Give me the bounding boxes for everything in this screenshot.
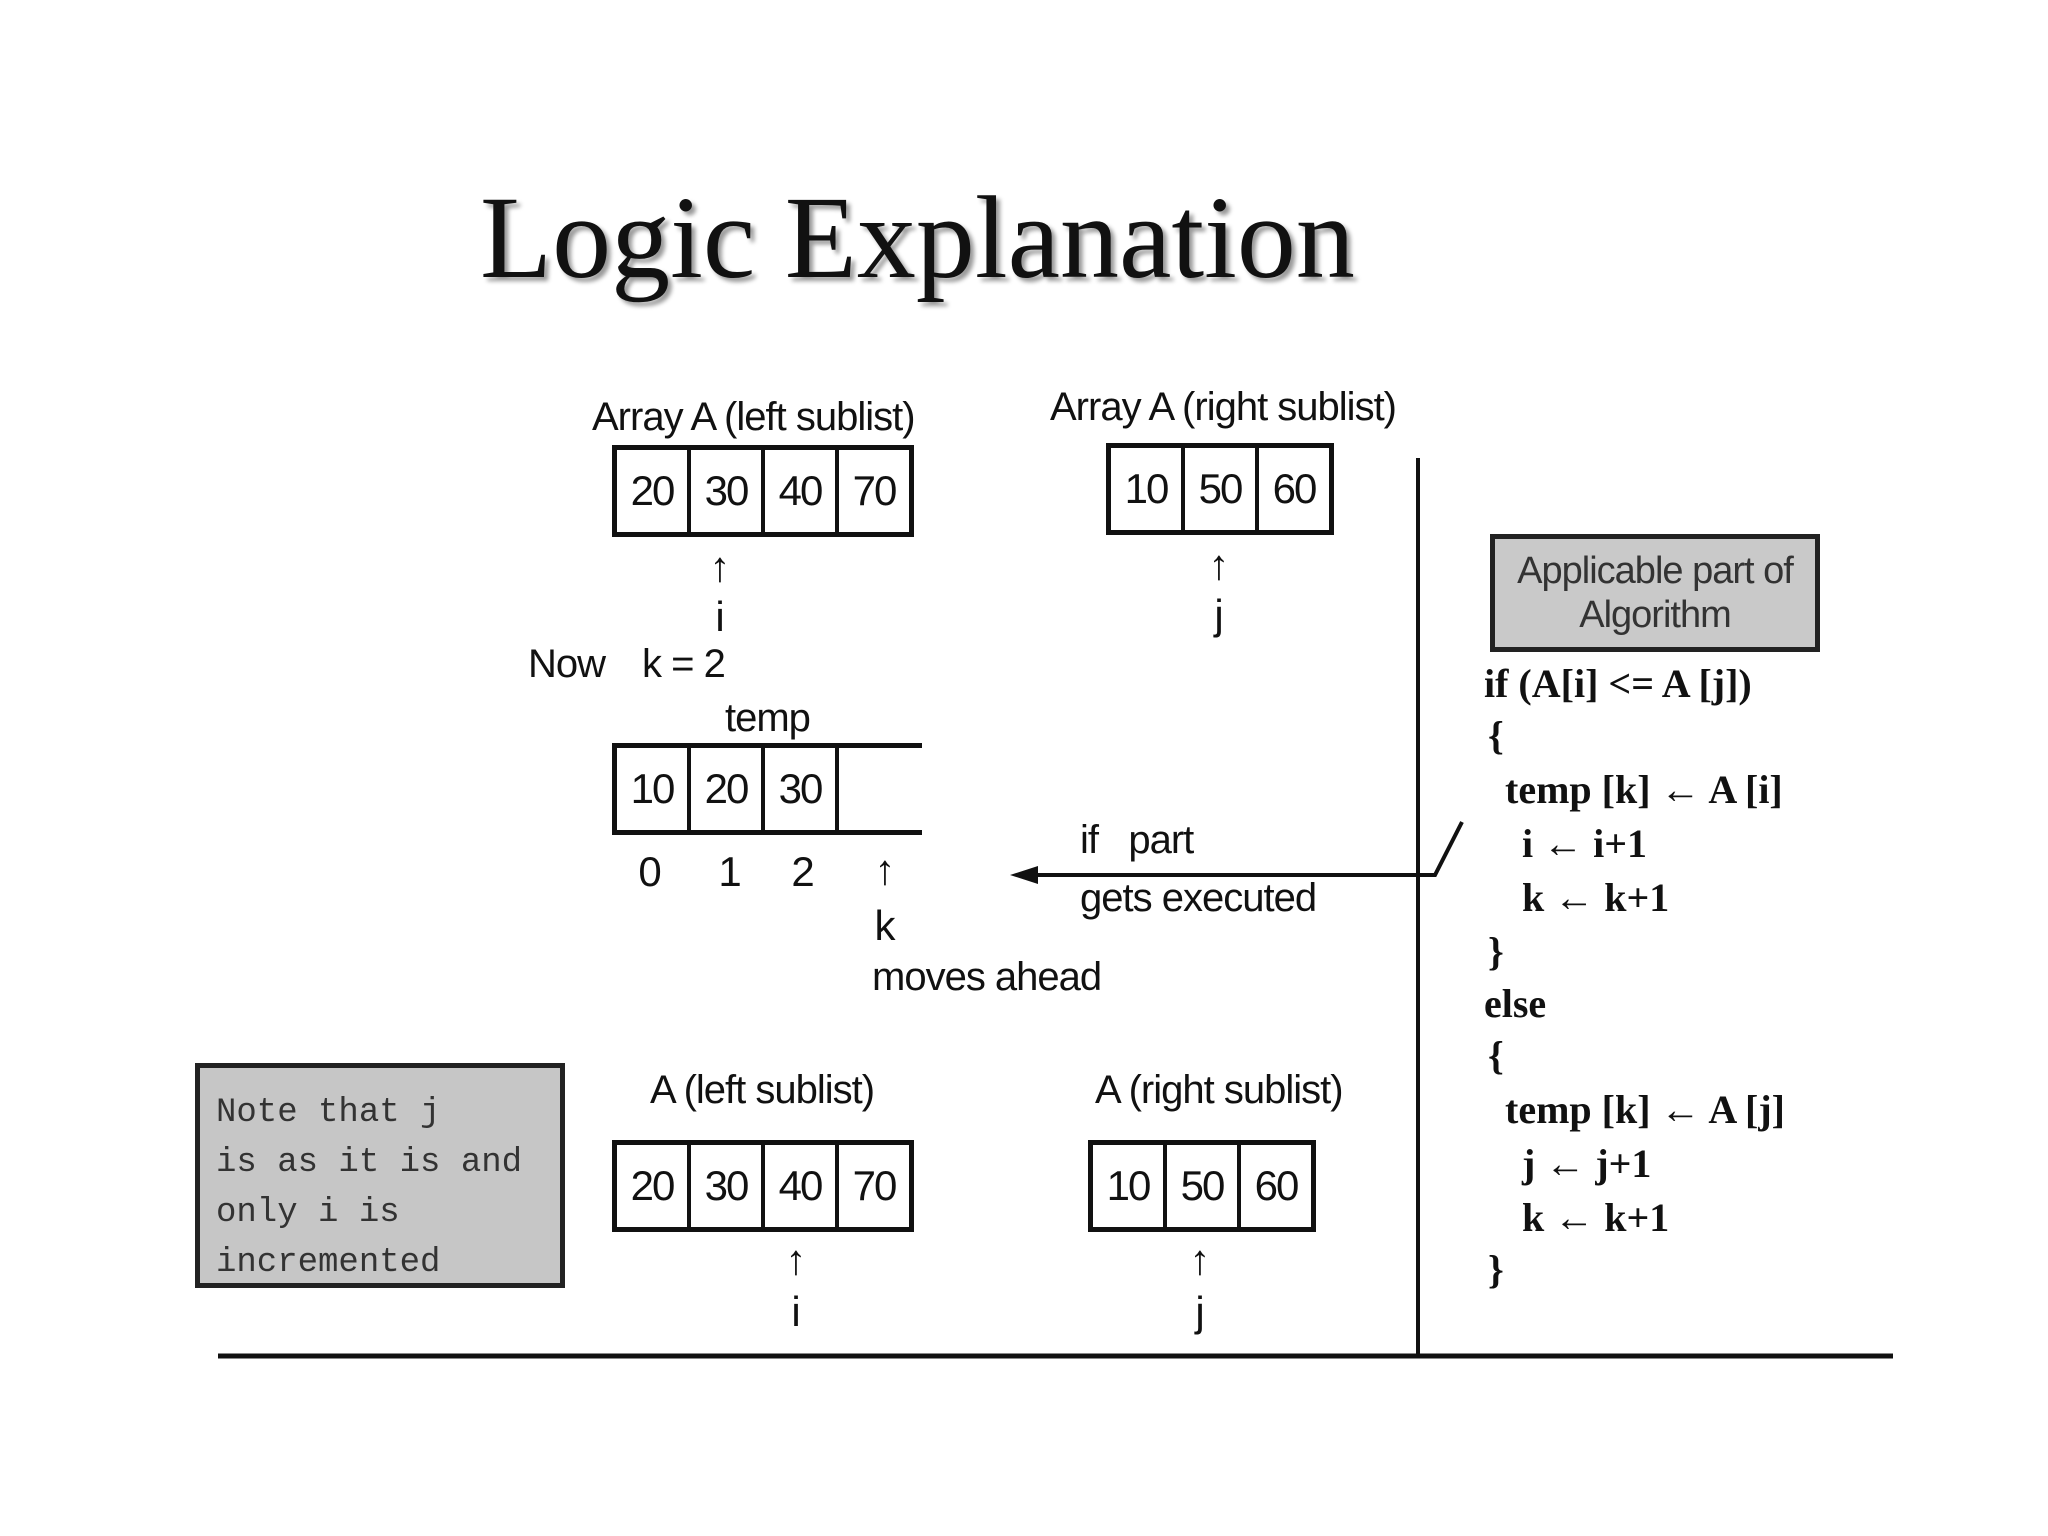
pointer-arrow-icon: ↑ xyxy=(1189,1236,1211,1283)
note-line: Note that j xyxy=(216,1094,441,1132)
code-line: i ← i+1 xyxy=(1522,821,1648,866)
array-cell: 30 xyxy=(691,450,765,532)
code-line: temp [k] ← A [j] xyxy=(1505,1087,1785,1132)
array-cell: 60 xyxy=(1254,1162,1300,1209)
code-line: k ← k+1 xyxy=(1522,875,1670,920)
array-cell: 70 xyxy=(852,467,898,514)
top-right-sublist-label: Array A (right sublist) xyxy=(1050,385,1397,429)
algorithm-box-text: Applicable part of Algorithm xyxy=(1517,550,1794,636)
temp-cell: 10 xyxy=(617,748,691,830)
bottom-left-sublist-label: A (left sublist) xyxy=(650,1068,875,1112)
top-i-pointer-label: i xyxy=(715,593,725,640)
array-cell: 30 xyxy=(691,1145,765,1227)
code-line: else xyxy=(1484,981,1547,1026)
array-cell: 40 xyxy=(765,1145,839,1227)
code-line: j ← j+1 xyxy=(1522,1141,1652,1186)
array-cell: 10 xyxy=(1111,448,1185,530)
top-left-sublist-label: Array A (left sublist) xyxy=(592,395,916,439)
top-left-sublist-array: 20 30 40 70 xyxy=(612,445,914,537)
code-line: } xyxy=(1488,1247,1504,1292)
pointer-arrow-icon: ↑ xyxy=(874,846,896,893)
note-line: incremented xyxy=(216,1244,441,1282)
top-j-pointer-label: j xyxy=(1214,591,1224,638)
array-cell: 40 xyxy=(765,450,839,532)
k-pointer-label: k xyxy=(874,902,896,949)
array-cell: 70 xyxy=(852,1162,898,1209)
page-title: Logic Explanation xyxy=(480,172,1355,303)
code-line: } xyxy=(1488,929,1504,974)
array-cell: 10 xyxy=(1093,1145,1167,1227)
moves-ahead-label: moves ahead xyxy=(872,955,1102,999)
array-cell: 20 xyxy=(617,450,691,532)
gets-executed-label: gets executed xyxy=(1080,876,1317,920)
temp-label: temp xyxy=(725,696,811,740)
arrow-head-icon xyxy=(1010,866,1038,884)
code-line: if (A[i] <= A [j]) xyxy=(1484,661,1752,706)
temp-index: 2 xyxy=(791,848,815,895)
if-part-arrow-line xyxy=(1030,821,1464,877)
temp-cell: 20 xyxy=(691,748,765,830)
pointer-arrow-icon: ↑ xyxy=(785,1236,807,1283)
note-box: Note that j is as it is and only i is in… xyxy=(195,1063,565,1288)
array-cell: 20 xyxy=(617,1145,691,1227)
now-label: Now xyxy=(528,642,606,686)
bottom-right-sublist-label: A (right sublist) xyxy=(1095,1068,1344,1112)
bottom-left-sublist-array: 20 30 40 70 xyxy=(612,1140,914,1232)
temp-array: 10 20 30 xyxy=(612,743,922,835)
code-line: { xyxy=(1488,713,1504,758)
k-value-label: k = 2 xyxy=(642,642,726,686)
array-cell: 60 xyxy=(1272,465,1318,512)
temp-cell: 30 xyxy=(765,748,839,830)
code-line: k ← k+1 xyxy=(1522,1195,1670,1240)
if-part-label: if part xyxy=(1080,818,1194,862)
top-right-sublist-array: 10 50 60 xyxy=(1106,443,1334,535)
algorithm-box: Applicable part of Algorithm xyxy=(1490,534,1820,652)
pointer-arrow-icon: ↑ xyxy=(709,543,731,590)
temp-index: 0 xyxy=(638,848,662,895)
bottom-j-pointer-label: j xyxy=(1195,1288,1205,1335)
pointer-arrow-icon: ↑ xyxy=(1208,541,1230,588)
bottom-right-sublist-array: 10 50 60 xyxy=(1088,1140,1316,1232)
temp-index: 1 xyxy=(718,848,742,895)
array-cell: 50 xyxy=(1185,448,1259,530)
note-line: is as it is and xyxy=(216,1144,523,1182)
array-cell: 50 xyxy=(1167,1145,1241,1227)
bottom-i-pointer-label: i xyxy=(791,1288,801,1335)
code-line: { xyxy=(1488,1033,1504,1078)
note-line: only i is xyxy=(216,1194,400,1232)
code-line: temp [k] ← A [i] xyxy=(1505,767,1783,812)
